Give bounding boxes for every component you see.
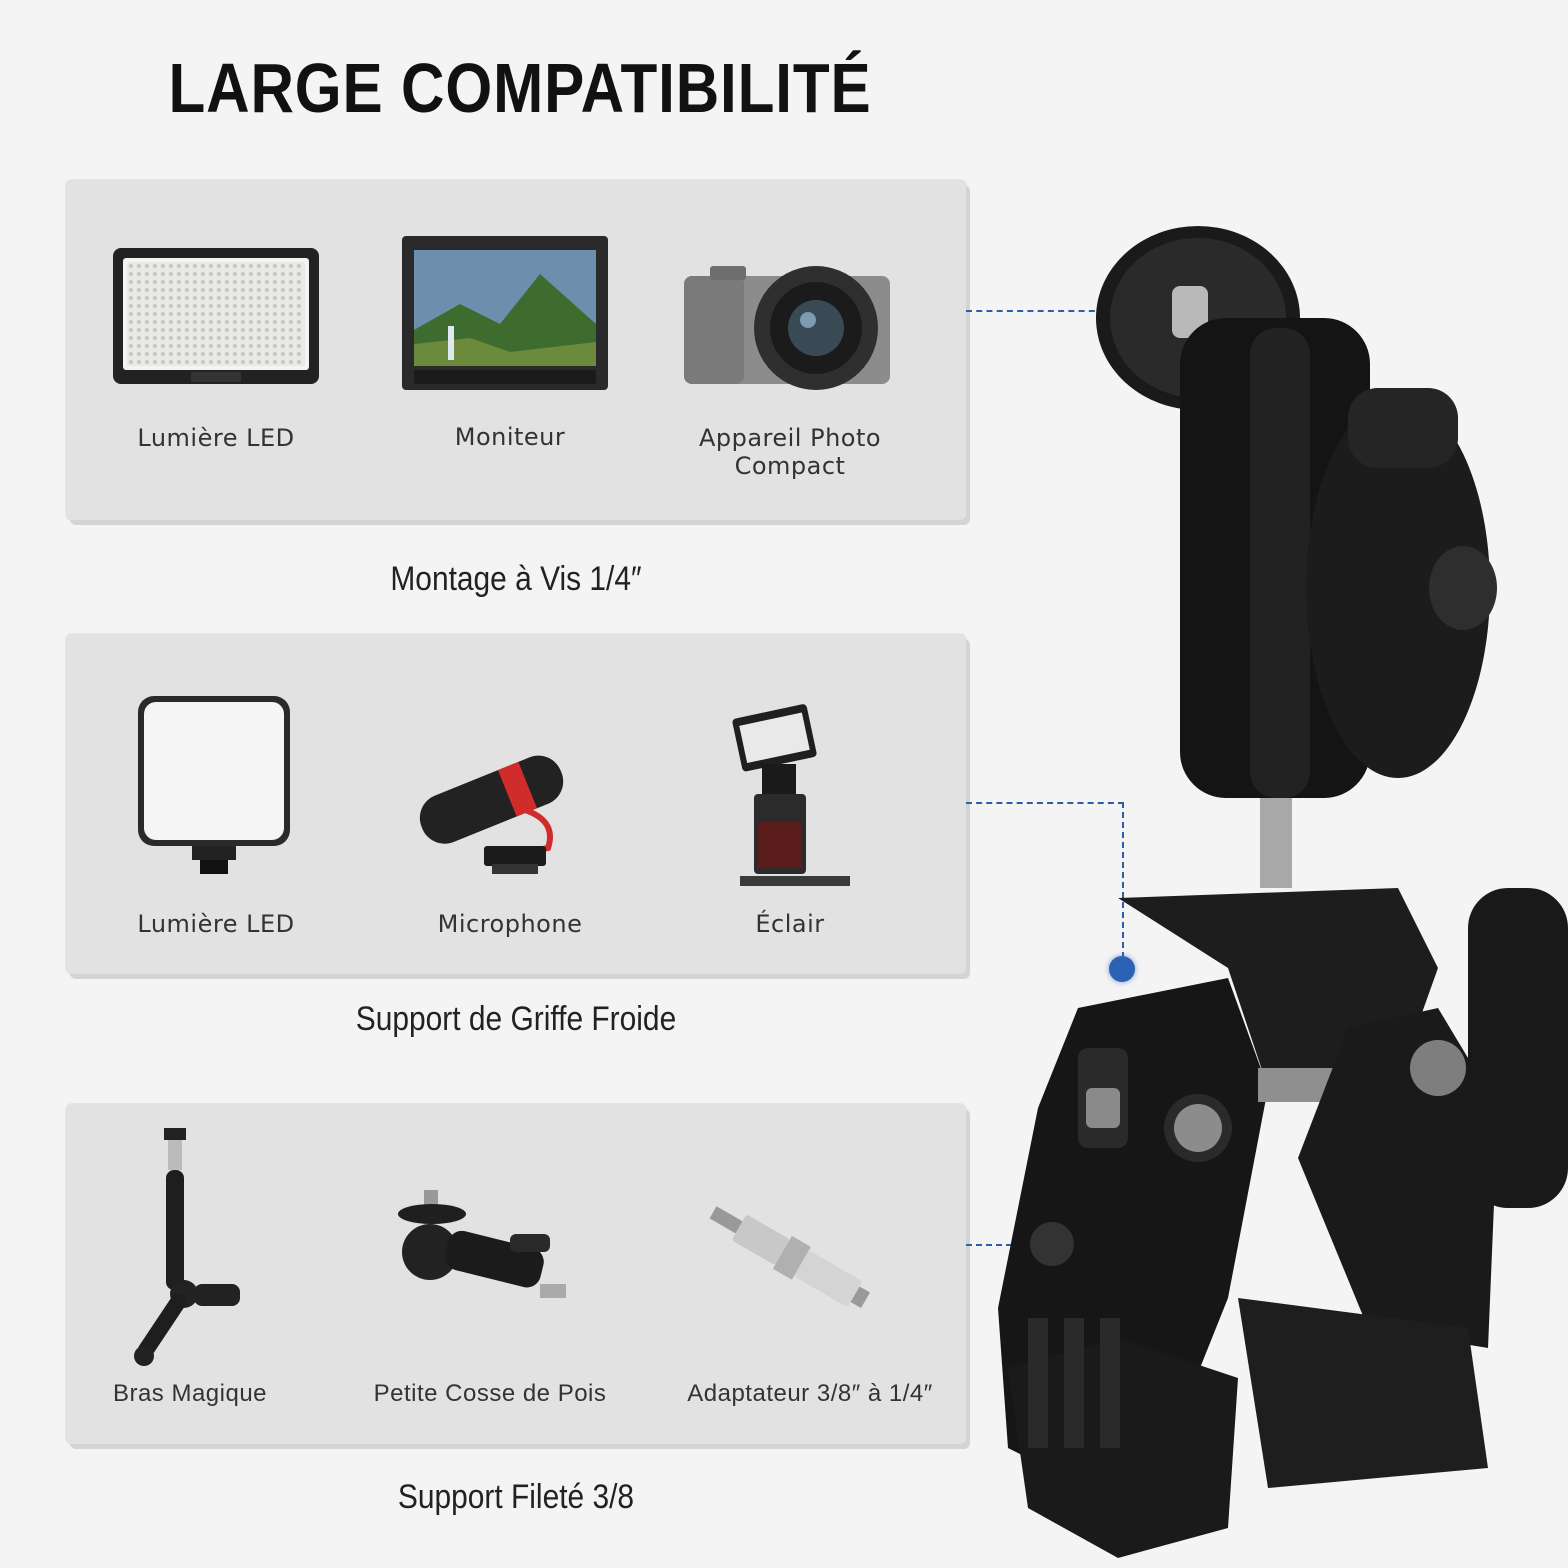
page-title: LARGE COMPATIBILITÉ bbox=[168, 49, 872, 127]
item-label: Bras Magique bbox=[112, 1380, 268, 1407]
item-label: Lumière LED bbox=[137, 424, 295, 452]
connector-dot-cold-shoe bbox=[1109, 956, 1135, 982]
connector-line-cold-shoe-vertical bbox=[1122, 802, 1124, 968]
item-mini-led: Lumière LED bbox=[66, 634, 366, 974]
connector-line-cold-shoe bbox=[966, 802, 1124, 804]
item-label: Microphone bbox=[437, 910, 583, 938]
item-label: Lumière LED bbox=[137, 910, 295, 938]
item-adapter: Adaptateur 3/8″ à 1/4″ bbox=[660, 1104, 960, 1444]
item-compact-camera: Appareil Photo Compact bbox=[640, 180, 940, 520]
connector-line-threaded bbox=[966, 1244, 1052, 1246]
item-label: Appareil Photo Compact bbox=[698, 424, 882, 480]
adapter-icon bbox=[709, 1206, 870, 1309]
super-clamp-icon bbox=[998, 226, 1568, 1558]
mini-led-icon bbox=[138, 696, 290, 874]
item-microphone: Microphone bbox=[360, 634, 660, 974]
monitor-icon bbox=[402, 236, 608, 390]
panel-quarter-inch-screw: Lumière LED Moniteur Appareil Photo Comp… bbox=[66, 180, 966, 520]
connector-line-screw bbox=[966, 310, 1146, 312]
item-ball-head: Petite Cosse de Pois bbox=[340, 1104, 640, 1444]
magic-arm-icon bbox=[134, 1128, 240, 1366]
section-label-cold-shoe: Support de Griffe Froide bbox=[355, 1000, 677, 1038]
panel-threaded-mount: Bras Magique Petite Cosse de Pois Adapta… bbox=[66, 1104, 966, 1444]
item-label: Éclair bbox=[755, 910, 825, 938]
camera-icon bbox=[684, 266, 890, 390]
flash-icon bbox=[732, 704, 850, 886]
item-label: Adaptateur 3/8″ à 1/4″ bbox=[687, 1380, 933, 1407]
microphone-icon bbox=[419, 755, 564, 874]
item-flash: Éclair bbox=[640, 634, 940, 974]
led-panel-icon bbox=[113, 248, 319, 384]
panel-cold-shoe: Lumière LED Microphone Éclair bbox=[66, 634, 966, 974]
item-label: Petite Cosse de Pois bbox=[373, 1380, 607, 1407]
item-led-light: Lumière LED bbox=[66, 180, 366, 520]
ball-head-icon bbox=[398, 1190, 566, 1298]
section-label-threaded-mount: Support Fileté 3/8 bbox=[397, 1478, 635, 1516]
item-label: Moniteur bbox=[454, 423, 566, 451]
section-label-screw-mount: Montage à Vis 1/4″ bbox=[390, 560, 642, 598]
item-monitor: Moniteur bbox=[360, 180, 660, 520]
item-magic-arm: Bras Magique bbox=[40, 1104, 340, 1444]
